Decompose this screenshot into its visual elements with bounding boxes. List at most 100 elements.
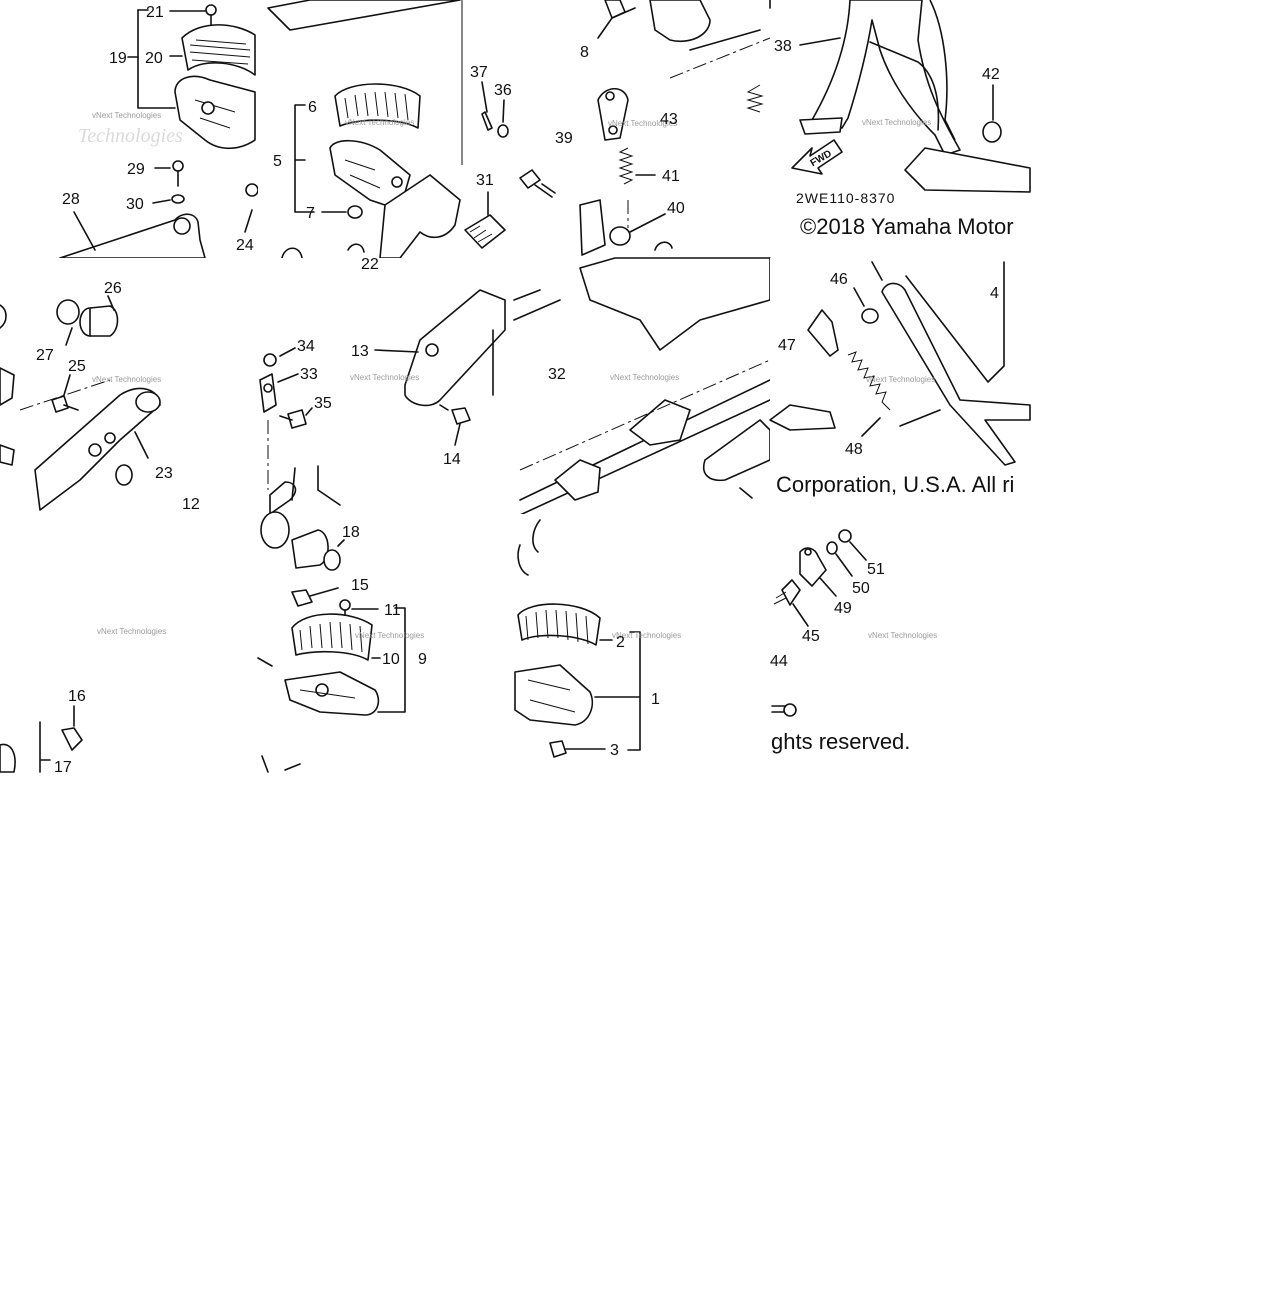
frame-crossmember xyxy=(579,257,771,351)
tile-front-footrest: vNext Technologies xyxy=(514,514,770,772)
bolt-3 xyxy=(549,740,606,758)
callout-37: 37 xyxy=(470,64,488,81)
callout-47: 47 xyxy=(778,337,796,354)
nut-42 xyxy=(982,121,1002,143)
callout-26: 26 xyxy=(104,280,122,297)
tile-side-stand: Corporation, U.S.A. All ri vNext Technol… xyxy=(769,258,1031,514)
footrest-9 xyxy=(284,607,406,716)
callout-42: 42 xyxy=(982,66,1000,83)
footrest-rubber-10 xyxy=(291,613,381,661)
centerline xyxy=(669,37,771,79)
callout-39: 39 xyxy=(555,130,573,147)
callout-41: 41 xyxy=(662,168,680,185)
footrest-rubber-2 xyxy=(517,603,613,646)
watermark: vNext Technologies xyxy=(610,373,679,382)
frame-lines xyxy=(291,465,341,506)
clip-22 xyxy=(347,243,365,253)
collar-27 xyxy=(56,299,80,325)
callout-44: 44 xyxy=(770,653,788,670)
watermark: vNext Technologies xyxy=(612,631,681,640)
bushing-18 xyxy=(291,529,345,571)
part-pivot-bottom xyxy=(269,481,297,515)
plate-43 xyxy=(597,87,629,141)
bolt-39 xyxy=(519,169,556,198)
callout-14: 14 xyxy=(443,451,461,468)
diagram-part-code: 2WE110-8370 xyxy=(796,190,895,206)
footrest-bracket xyxy=(379,174,461,259)
washer-50 xyxy=(826,541,853,577)
switch-45 xyxy=(773,579,809,627)
callout-23: 23 xyxy=(155,465,173,482)
group-bracket-16-17 xyxy=(39,721,51,773)
part-edge-left xyxy=(0,367,15,406)
callout-40: 40 xyxy=(667,200,685,217)
leader-23 xyxy=(134,431,149,459)
callout-46: 46 xyxy=(830,271,848,288)
nut-30 xyxy=(152,194,185,204)
footrest-rubber-6 xyxy=(334,83,421,129)
axis-dash xyxy=(19,379,111,411)
nut-34 xyxy=(263,353,277,367)
callout-13: 13 xyxy=(351,343,369,360)
callout-11: 11 xyxy=(384,602,401,619)
callout-31: 31 xyxy=(476,172,494,189)
tile-center-footrest: vNext Technologies xyxy=(258,0,514,299)
frame-clamp xyxy=(629,399,691,446)
callout-20: 20 xyxy=(145,50,163,67)
callout-25: 25 xyxy=(68,358,86,375)
bolt-35 xyxy=(279,407,313,429)
tile-rear-footrest: vNext Technologies xyxy=(257,511,514,773)
callout-21: 21 xyxy=(146,4,164,21)
bracket-13 xyxy=(374,289,506,407)
watermark-shadow: Technologies xyxy=(78,125,183,147)
copyright-line-2: Corporation, U.S.A. All ri xyxy=(776,472,1014,497)
bolt-16 xyxy=(61,705,83,751)
callout-43: 43 xyxy=(660,111,678,128)
watermark: vNext Technologies xyxy=(350,373,419,382)
footrest-19 xyxy=(127,56,256,150)
bolt-15 xyxy=(291,587,339,607)
watermark: vNext Technologies xyxy=(345,118,414,127)
pivot-33 xyxy=(259,373,299,413)
main-stand-38 xyxy=(769,0,1031,193)
callout-12: 12 xyxy=(182,496,200,513)
callout-38: 38 xyxy=(774,38,792,55)
callout-22: 22 xyxy=(361,256,379,273)
callout-27: 27 xyxy=(36,347,54,364)
collar-22 xyxy=(115,464,133,486)
callout-16: 16 xyxy=(68,688,86,705)
callout-10: 10 xyxy=(382,651,400,668)
callout-33: 33 xyxy=(300,366,318,383)
callout-30: 30 xyxy=(126,196,144,213)
callout-48: 48 xyxy=(845,441,863,458)
tile-switch-parts: ghts reserved. vNext Technologies xyxy=(770,514,1030,772)
callout-19: 19 xyxy=(109,50,127,67)
watermark: vNext Technologies xyxy=(866,375,935,384)
brake-pivot xyxy=(649,0,711,42)
cotter-pin-37 xyxy=(481,111,493,131)
brake-rod xyxy=(267,0,461,31)
copyright-line-3: ghts reserved. xyxy=(771,729,910,754)
callout-2: 2 xyxy=(616,634,625,651)
callout-32: 32 xyxy=(548,366,566,383)
callout-4: 4 xyxy=(990,285,999,302)
side-stand-4 xyxy=(871,261,1031,466)
spring-hook-2 xyxy=(899,409,941,427)
bolt-lower xyxy=(739,487,753,499)
frame-mount xyxy=(554,459,601,501)
tile-frame-lower: vNext Technologies xyxy=(513,257,771,516)
frame-lines-left xyxy=(513,289,561,321)
spring-hook xyxy=(654,241,673,251)
leader-hook xyxy=(257,657,273,667)
connector-end xyxy=(783,703,797,717)
footrest-rubber-20 xyxy=(169,24,256,76)
callout-29: 29 xyxy=(127,161,145,178)
callout-17: 17 xyxy=(54,759,72,776)
tile-frame-center: vNext Technologies xyxy=(514,0,771,258)
callout-9: 9 xyxy=(418,651,427,668)
collar-40 xyxy=(609,226,631,246)
watermark: vNext Technologies xyxy=(97,627,166,636)
brake-pedal-pad xyxy=(769,404,836,431)
group-bracket-5-7 xyxy=(294,104,315,213)
